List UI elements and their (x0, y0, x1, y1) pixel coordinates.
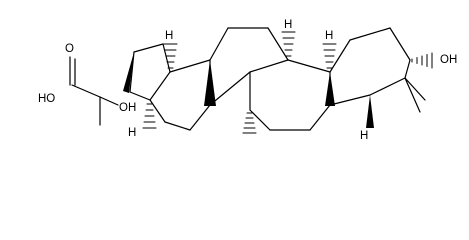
hashed-bond-h-e (142, 103, 157, 129)
wedge-bond (204, 60, 216, 106)
wedge-bond (325, 72, 335, 106)
atom-label-oh-side: OH (119, 102, 136, 114)
atom-label-h-top-d: H (165, 30, 173, 42)
hashed-bond-methyl (242, 112, 257, 134)
atom-label-o-carbonyl: O (65, 43, 74, 55)
wedge-bonds (123, 52, 374, 128)
hashed-bond-h-b (281, 31, 296, 57)
atom-labels: O HO OH OH H H H H H (38, 19, 457, 142)
wedge-bond (366, 95, 374, 128)
atom-label-oh-ring: OH (440, 54, 457, 66)
hashed-bond-h-a (322, 43, 337, 69)
hashed-bond-oh (411, 52, 433, 69)
atom-label-h-top-a: H (325, 30, 333, 42)
atom-label-h-bottom-e: H (128, 127, 136, 139)
chemical-structure-diagram: O HO OH OH H H H H H (38, 19, 457, 142)
wedge-bond (123, 52, 134, 93)
atom-label-ho-acid: HO (38, 93, 55, 105)
atom-label-h-top-b: H (284, 19, 292, 31)
hashed-bonds (142, 31, 433, 134)
atom-label-h-bottom-a: H (360, 130, 368, 142)
hashed-bond-h-d (163, 43, 178, 69)
